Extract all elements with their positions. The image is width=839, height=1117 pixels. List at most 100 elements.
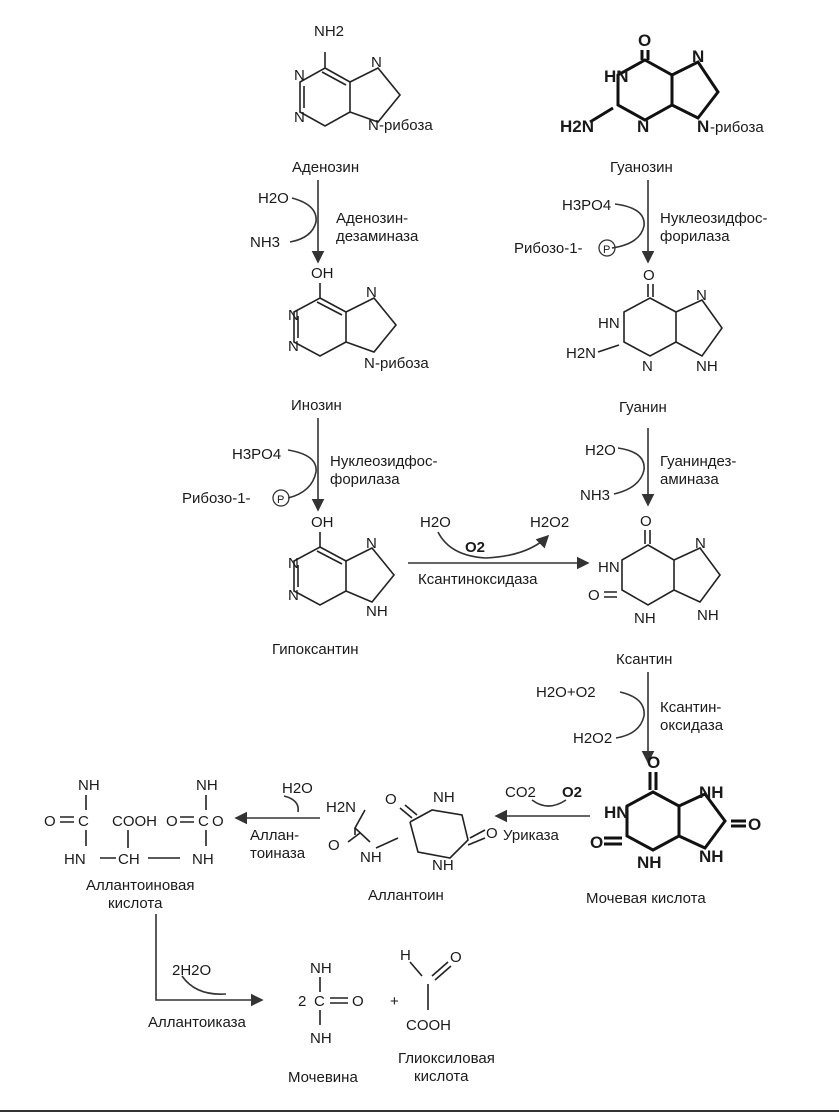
phosphate-circle-icon <box>598 239 616 257</box>
atom-c: C <box>78 813 89 830</box>
atom-o: O <box>590 833 603 852</box>
phosphate-symbol: P <box>603 244 610 256</box>
atom-n: N <box>288 587 299 604</box>
enzyme-label: аминаза <box>660 471 719 488</box>
atom-o: O <box>352 993 364 1010</box>
enzyme-label: Ксантиноксидаза <box>418 571 538 588</box>
urea-name: Мочевина <box>288 1069 358 1086</box>
adenosine-deaminase-step: H2O NH3 Аденозин- дезаминаза <box>250 180 419 264</box>
uricase-step: CO2 O2 Уриказа <box>494 784 590 844</box>
phosphate-circle-icon <box>272 489 290 507</box>
atom-o: O <box>212 813 224 830</box>
guanine-amine-label: H2N <box>566 345 596 362</box>
atom-nh: NH <box>360 849 382 866</box>
atom-h: H <box>400 947 411 964</box>
atom-nh: NH <box>192 851 214 868</box>
atom-hn: HN <box>598 315 620 332</box>
xanthine-name: Ксантин <box>616 651 672 668</box>
ammonia-label: NH3 <box>580 487 610 504</box>
atom-n: N <box>371 54 382 71</box>
atom-nh: NH <box>699 847 724 866</box>
atom-hn: HN <box>604 67 629 86</box>
atom-nh: NH <box>310 1030 332 1047</box>
atom-o: O <box>748 815 761 834</box>
atom-nh: NH <box>432 857 454 874</box>
atom-n: N <box>366 535 377 552</box>
inosine-hydroxyl-label: OH <box>311 265 334 282</box>
atom-o: O <box>643 267 655 284</box>
enzyme-label: дезаминаза <box>336 228 419 245</box>
atom-o: O <box>647 753 660 772</box>
atom-o: O <box>638 31 651 50</box>
adenosine-structure: NH2 N N N N -рибоза Аденозин <box>292 23 433 176</box>
enzyme-label: Аллан- <box>250 827 299 844</box>
carbon-dioxide-label: CO2 <box>505 784 536 801</box>
atom-nh: NH <box>699 783 724 802</box>
oxygen-label: O2 <box>465 539 485 556</box>
atom-n: N <box>368 117 379 134</box>
atom-n: N <box>695 535 706 552</box>
enzyme-label: Гуаниндез- <box>660 453 736 470</box>
oxygen-label: O2 <box>562 784 582 801</box>
glyoxylic-acid-structure: H O COOH Глиоксиловая кислота <box>398 947 495 1085</box>
urea-coefficient: 2 <box>298 993 306 1010</box>
guanosine-amine-label: H2N <box>560 117 594 136</box>
guanosine-phosphorylase-step: H3PO4 Рибозо-1- P Нуклеозидфос- форилаза <box>514 180 768 264</box>
atom-n: N <box>288 555 299 572</box>
atom-o: O <box>166 813 178 830</box>
enzyme-label: Ксантин- <box>660 699 721 716</box>
atom-nh: NH <box>637 853 662 872</box>
allantoin-name: Аллантоин <box>368 887 444 904</box>
guanosine-name: Гуанозин <box>610 159 673 176</box>
water-label: H2O <box>282 780 313 797</box>
phosphoric-acid-label: H3PO4 <box>562 197 611 214</box>
enzyme-label: Нуклеозидфос- <box>660 210 768 227</box>
ribose-phosphate-label: Рибозо-1- <box>182 490 251 507</box>
guanine-deaminase-step: H2O NH3 Гуаниндез- аминаза <box>580 428 736 507</box>
water-oxygen-label: H2O+O2 <box>536 684 596 701</box>
atom-c: C <box>198 813 209 830</box>
atom-n: N <box>696 287 707 304</box>
allantoic-acid-name: Аллантоиновая <box>86 877 194 894</box>
atom-nh: NH <box>196 777 218 794</box>
enzyme-label: Нуклеозидфос- <box>330 453 438 470</box>
enzyme-label: тоиназа <box>250 845 306 862</box>
glyoxylic-acid-name: кислота <box>414 1068 469 1085</box>
atom-n: N <box>642 358 653 375</box>
allantoinase-step: H2O Аллан- тоиназа <box>234 780 320 862</box>
atom-n: N <box>364 355 375 372</box>
atom-ch: CH <box>118 851 140 868</box>
atom-o: O <box>640 513 652 530</box>
atom-c: C <box>314 993 325 1010</box>
uric-acid-name: Мочевая кислота <box>586 890 706 907</box>
xanthine-structure: O HN O NH N NH Ксантин <box>588 513 721 668</box>
atom-o: O <box>385 791 397 808</box>
uric-acid-structure: O HN O NH NH NH O Мочевая кислота <box>586 753 761 907</box>
ribose-label: -рибоза <box>710 119 764 136</box>
guanine-structure: O HN N N NH H2N Гуанин <box>566 267 723 416</box>
inosine-phosphorylase-step: H3PO4 Рибозо-1- P Нуклеозидфос- форилаза <box>182 418 438 512</box>
water-label: 2H2O <box>172 962 211 979</box>
atom-nh: NH <box>78 777 100 794</box>
ribose-phosphate-label: Рибозо-1- <box>514 240 583 257</box>
ribose-label: -рибоза <box>379 117 433 134</box>
atom-nh: NH <box>433 789 455 806</box>
phosphate-symbol: P <box>277 494 284 506</box>
water-label: H2O <box>258 190 289 207</box>
xanthine-oxidase-step-1: H2O O2 H2O2 Ксантиноксидаза <box>408 514 590 588</box>
water-label: H2O <box>585 442 616 459</box>
enzyme-label: Аллантоиказа <box>148 1014 247 1031</box>
cooh-label: COOH <box>112 813 157 830</box>
hypoxanthine-hydroxyl-label: OH <box>311 514 334 531</box>
atom-o: O <box>328 837 340 854</box>
xanthine-oxidase-step-2: H2O+O2 H2O2 Ксантин- оксидаза <box>536 672 724 764</box>
atom-o: O <box>588 587 600 604</box>
atom-n: N <box>692 47 704 66</box>
allantoin-amine-label: H2N <box>326 799 356 816</box>
atom-n: N <box>366 284 377 301</box>
atom-nh: NH <box>366 603 388 620</box>
hydrogen-peroxide-label: H2O2 <box>530 514 569 531</box>
atom-nh: NH <box>310 960 332 977</box>
enzyme-label: Аденозин- <box>336 210 408 227</box>
